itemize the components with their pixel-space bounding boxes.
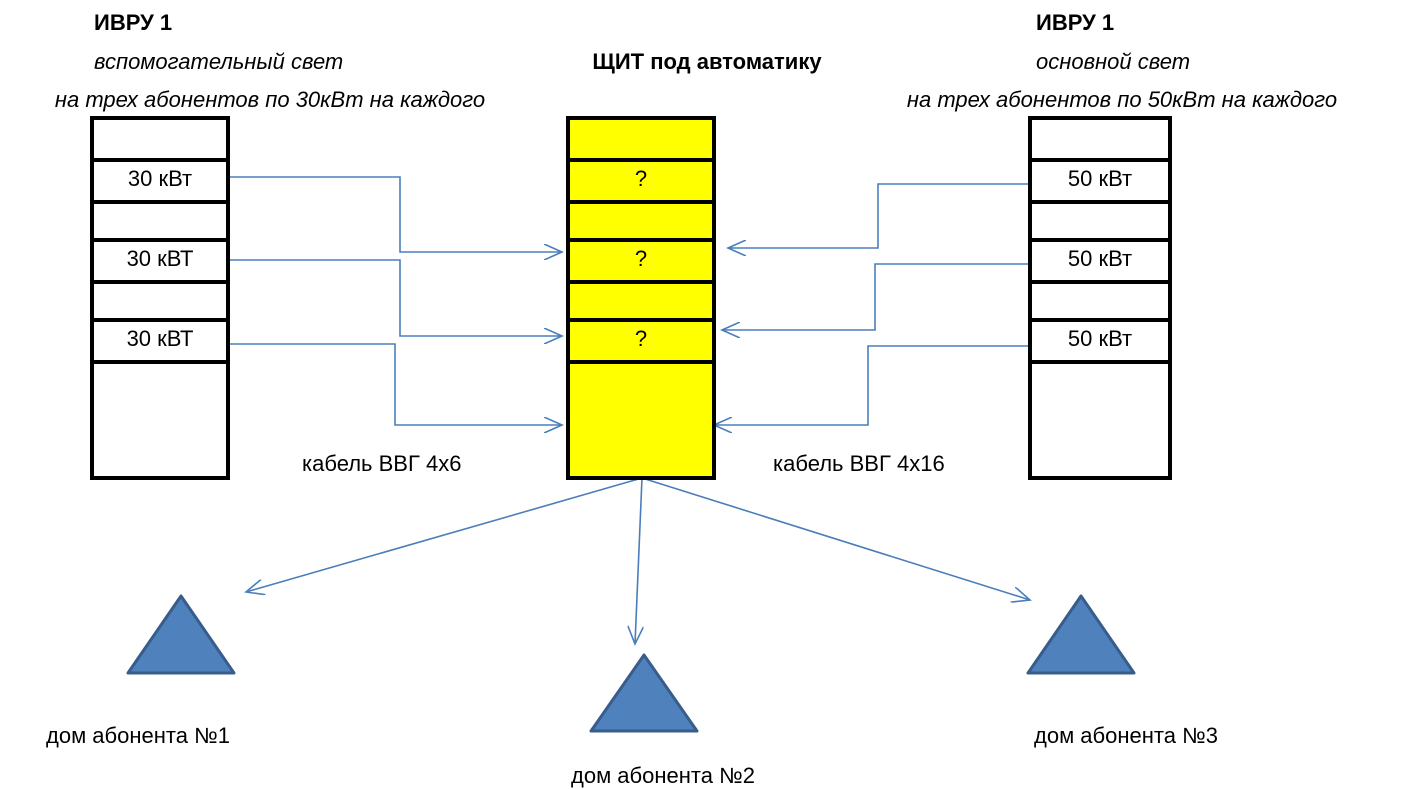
left-panel-title: ИВРУ 1 <box>94 10 173 35</box>
center-panel: ? ? ? <box>566 116 716 480</box>
connector-to-house-3 <box>641 477 1030 600</box>
house-3-icon <box>1026 594 1136 675</box>
right-panel-subtitle: основной свет <box>1036 49 1191 74</box>
right-slot-2-label: 50 кВт <box>1067 166 1133 191</box>
house-3-label: дом абонента №3 <box>1034 723 1218 748</box>
left-panel: 30 кВт 30 кВТ 30 кВТ <box>90 116 230 480</box>
house-1-icon <box>126 594 236 675</box>
left-slot-3 <box>94 200 226 242</box>
right-slot-5 <box>1032 280 1168 322</box>
left-slot-1 <box>94 120 226 162</box>
connector-right-1 <box>728 183 1029 248</box>
center-slot-3 <box>570 200 712 242</box>
right-slot-3 <box>1032 200 1168 242</box>
right-slot-4: 50 кВт <box>1032 238 1168 284</box>
right-slot-1 <box>1032 120 1168 162</box>
right-slot-6-label: 50 кВт <box>1067 326 1133 351</box>
right-panel: 50 кВт 50 кВт 50 кВт <box>1028 116 1172 480</box>
right-slot-2: 50 кВт <box>1032 158 1168 204</box>
center-slot-2-label: ? <box>634 166 648 191</box>
left-slot-2-label: 30 кВт <box>127 166 193 191</box>
center-slot-1 <box>570 120 712 162</box>
right-panel-title: ИВРУ 1 <box>1036 10 1115 35</box>
house-1-label: дом абонента №1 <box>46 723 230 748</box>
connector-left-3 <box>229 343 562 425</box>
center-slot-5 <box>570 280 712 322</box>
left-panel-description: на трех абонентов по 30кВт на каждого <box>54 87 486 112</box>
left-slot-5 <box>94 280 226 322</box>
house-2-label: дом абонента №2 <box>571 763 755 788</box>
left-slot-4-label: 30 кВТ <box>126 246 194 271</box>
connector-right-3 <box>714 345 1029 425</box>
center-panel-title: ЩИТ под автоматику <box>592 49 822 74</box>
left-slot-6: 30 кВТ <box>94 318 226 364</box>
center-slot-4-label: ? <box>634 246 648 271</box>
center-slot-2: ? <box>570 158 712 204</box>
cable-left-label: кабель ВВГ 4х6 <box>302 451 462 476</box>
right-slot-4-label: 50 кВт <box>1067 246 1133 271</box>
left-slot-2: 30 кВт <box>94 158 226 204</box>
center-slot-6-label: ? <box>634 326 648 351</box>
right-panel-description: на трех абонентов по 50кВт на каждого <box>906 87 1338 112</box>
left-slot-6-label: 30 кВТ <box>126 326 194 351</box>
right-slot-6: 50 кВт <box>1032 318 1168 364</box>
connector-left-1 <box>229 176 562 252</box>
connector-to-house-1 <box>246 477 643 592</box>
left-panel-subtitle: вспомогательный свет <box>94 49 344 74</box>
cable-right-label: кабель ВВГ 4х16 <box>773 451 945 476</box>
connector-left-2 <box>229 259 562 336</box>
connector-right-2 <box>722 263 1029 330</box>
center-slot-6: ? <box>570 318 712 364</box>
left-slot-4: 30 кВТ <box>94 238 226 284</box>
center-slot-4: ? <box>570 238 712 284</box>
connector-to-house-2 <box>635 477 642 644</box>
house-2-icon <box>589 653 699 733</box>
